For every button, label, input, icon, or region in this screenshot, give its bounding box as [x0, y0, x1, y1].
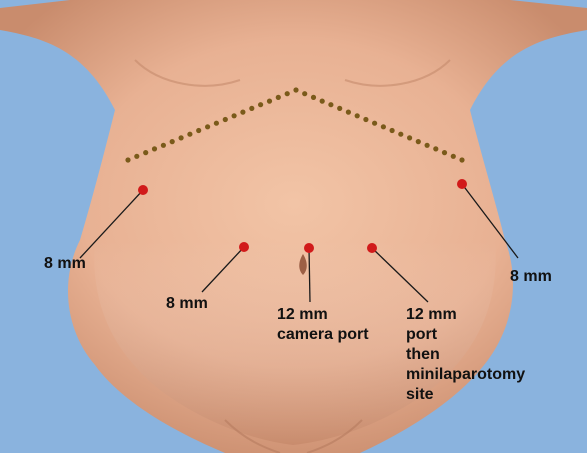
incision-dot — [285, 91, 290, 96]
port-marker-left-lateral — [138, 185, 148, 195]
incision-dot — [425, 143, 430, 148]
incision-dot — [276, 95, 281, 100]
incision-dot — [320, 99, 325, 104]
port-label-line: 12 mm — [277, 306, 328, 323]
incision-dot — [328, 102, 333, 107]
port-label-line: 8 mm — [44, 255, 86, 272]
port-label-line: minilaparotomy — [406, 366, 525, 383]
incision-dot — [398, 132, 403, 137]
incision-dot — [416, 139, 421, 144]
port-marker-camera — [304, 243, 314, 253]
port-label-left-lateral: 8 mm — [44, 255, 86, 272]
incision-dot — [240, 110, 245, 115]
port-marker-left-medial — [239, 242, 249, 252]
incision-dot — [267, 99, 272, 104]
incision-dot — [311, 95, 316, 100]
incision-dot — [390, 128, 395, 133]
incision-dot — [152, 146, 157, 151]
incision-dot — [223, 117, 228, 122]
incision-dot — [433, 146, 438, 151]
incision-dot — [346, 110, 351, 115]
port-label-line: 8 mm — [166, 295, 208, 312]
incision-dot — [372, 121, 377, 126]
incision-dot — [196, 128, 201, 133]
incision-dot — [214, 121, 219, 126]
incision-dot — [249, 106, 254, 111]
port-marker-right-lateral — [457, 179, 467, 189]
incision-dot — [170, 139, 175, 144]
incision-dot — [258, 102, 263, 107]
incision-dot — [459, 157, 464, 162]
port-label-line: 8 mm — [510, 268, 552, 285]
incision-dot — [205, 124, 210, 129]
port-label-line: 12 mm — [406, 306, 457, 323]
incision-dot — [187, 132, 192, 137]
port-label-left-medial: 8 mm — [166, 295, 208, 312]
incision-dot — [355, 113, 360, 118]
incision-dot — [179, 135, 184, 140]
incision-dot — [381, 124, 386, 129]
incision-dot — [143, 150, 148, 155]
incision-dot — [302, 91, 307, 96]
port-label-line: site — [406, 386, 434, 403]
incision-dot — [363, 117, 368, 122]
port-label-line: port — [406, 326, 438, 343]
port-label-right-lateral: 8 mm — [510, 268, 552, 285]
port-label-line: camera port — [277, 326, 369, 343]
incision-dot — [337, 106, 342, 111]
incision-dot — [161, 143, 166, 148]
port-marker-minilaparotomy — [367, 243, 377, 253]
incision-dot — [451, 154, 456, 159]
incision-dot — [134, 154, 139, 159]
port-label-line: then — [406, 346, 440, 363]
incision-dot — [232, 113, 237, 118]
incision-dot — [442, 150, 447, 155]
incision-dot — [125, 157, 130, 162]
incision-dot — [407, 135, 412, 140]
incision-dot — [293, 87, 298, 92]
